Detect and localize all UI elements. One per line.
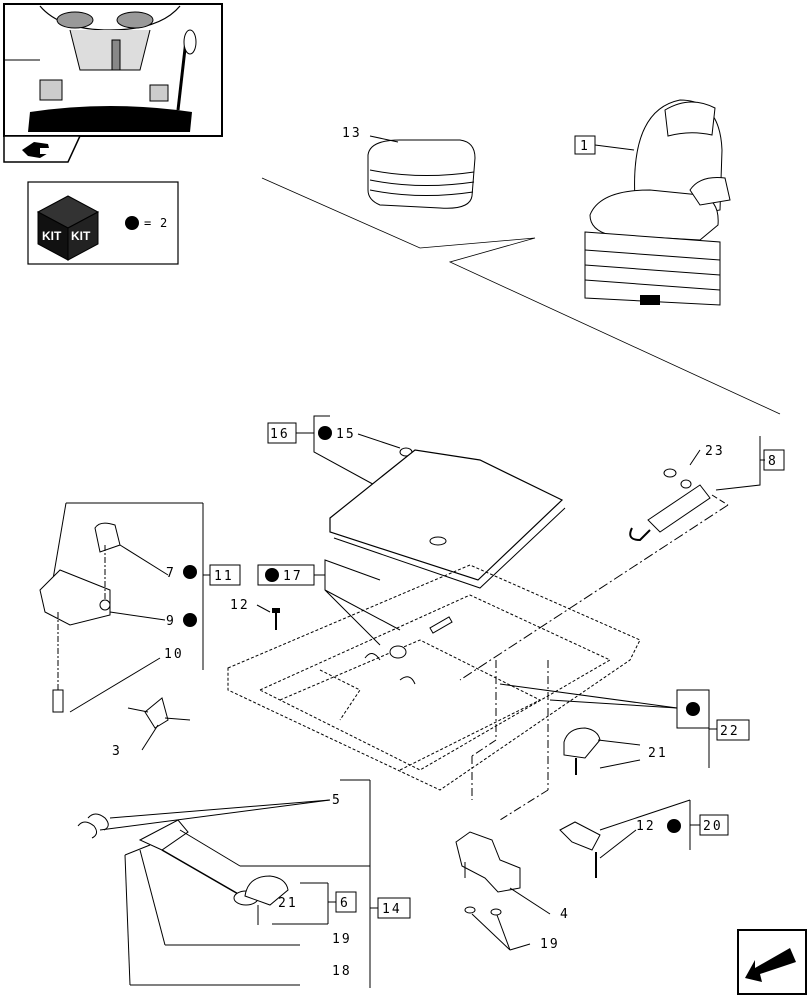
label-11: 11 <box>214 569 234 584</box>
label-8: 8 <box>768 454 778 469</box>
part-12-bolt-upper: 12 <box>230 598 280 630</box>
label-12-lower: 12 <box>636 819 656 834</box>
part-14-lever-assembly: 5 14 21 6 18 19 <box>77 779 411 988</box>
part-3-cable-clip: 3 <box>112 697 191 759</box>
seat-frame <box>227 564 641 791</box>
part-22-bracket-set: 22 21 <box>471 660 750 821</box>
part-11-latch-assembly: 7 11 9 10 <box>39 502 241 713</box>
part-4-support: 4 19 <box>455 831 570 952</box>
label-3: 3 <box>112 744 122 759</box>
label-19-right: 19 <box>540 937 560 952</box>
part-17: 17 <box>257 559 453 685</box>
label-22: 22 <box>720 724 740 739</box>
label-9: 9 <box>166 614 176 629</box>
part-16-plate: 16 15 <box>267 415 566 589</box>
label-15: 15 <box>336 427 356 442</box>
label-23: 23 <box>705 444 725 459</box>
kit-quantity: 2 <box>160 216 168 230</box>
prev-page-arrow-icon[interactable] <box>3 135 82 163</box>
label-7: 7 <box>166 566 176 581</box>
label-6: 6 <box>340 896 350 911</box>
kit-label-right: KIT <box>71 229 91 243</box>
kit-legend: KIT KIT = 2 <box>27 181 179 265</box>
label-12-upper: 12 <box>230 598 250 613</box>
label-1: 1 <box>580 139 590 154</box>
part-1-seat: 1 <box>574 99 731 306</box>
label-20: 20 <box>703 819 723 834</box>
part-13-cushion: 13 <box>342 126 476 209</box>
kit-label-left: KIT <box>42 229 62 243</box>
label-14: 14 <box>382 902 402 917</box>
label-4: 4 <box>560 907 570 922</box>
label-17: 17 <box>283 569 303 584</box>
kit-bullet-icon <box>125 216 139 230</box>
label-18: 18 <box>332 964 352 979</box>
label-13: 13 <box>342 126 362 141</box>
part-8-gas-spring: 8 23 <box>459 436 785 681</box>
label-16: 16 <box>270 427 290 442</box>
label-19-left: 19 <box>332 932 352 947</box>
label-10: 10 <box>164 647 184 662</box>
thumbnail-frame <box>3 3 223 137</box>
label-21-lower: 21 <box>278 896 298 911</box>
label-5: 5 <box>332 793 342 808</box>
next-page-arrow-icon[interactable] <box>737 929 807 995</box>
label-21-upper: 21 <box>648 746 668 761</box>
kit-box-icon: KIT KIT <box>36 195 100 261</box>
kit-equals: = <box>144 216 152 230</box>
part-20-clamp: 20 12 <box>559 799 729 878</box>
